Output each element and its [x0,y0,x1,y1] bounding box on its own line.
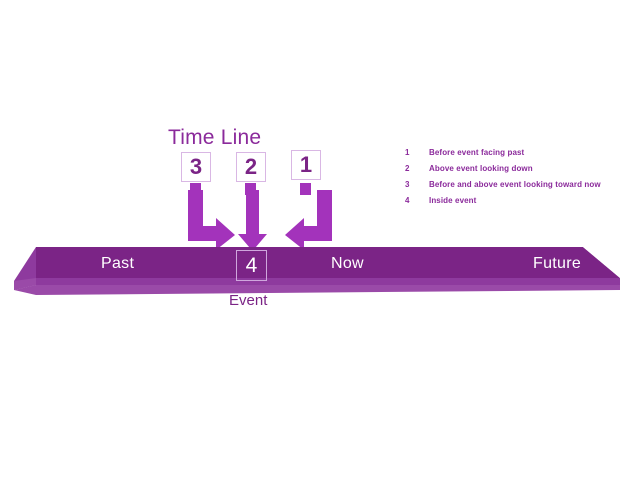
arrow-down-right-icon [188,190,235,250]
event-marker-box: 4 [236,250,267,281]
position-box-3: 3 [181,152,211,182]
legend-item: 1 Before event facing past [405,148,620,160]
connector-stub-3 [190,183,201,195]
legend-item-number: 1 [405,148,410,157]
timeline-label-past: Past [101,255,135,272]
legend-item-text: Before event facing past [429,148,525,157]
connector-stub-2 [245,183,256,195]
diagram-title: Time Line [168,126,262,149]
legend: 1 Before event facing past 2 Above event… [405,148,620,212]
position-box-2: 2 [236,152,266,182]
legend-item: 2 Above event looking down [405,164,620,176]
legend-item-number: 3 [405,180,410,189]
position-box-1: 1 [291,150,321,180]
legend-item-text: Before and above event looking toward no… [429,180,601,189]
legend-item-number: 2 [405,164,410,173]
event-caption: Event [229,292,268,309]
timeline-label-future: Future [533,255,582,272]
timeline-label-now: Now [331,255,364,272]
legend-item: 4 Inside event [405,196,620,208]
arrow-down-left-icon [285,190,332,250]
legend-item-text: Inside event [429,196,477,205]
arrow-down-icon [238,190,267,251]
timeline-bar [0,240,638,300]
legend-item-number: 4 [405,196,410,205]
connector-stub-1 [300,183,311,195]
legend-item-text: Above event looking down [429,164,533,173]
legend-item: 3 Before and above event looking toward … [405,180,620,192]
